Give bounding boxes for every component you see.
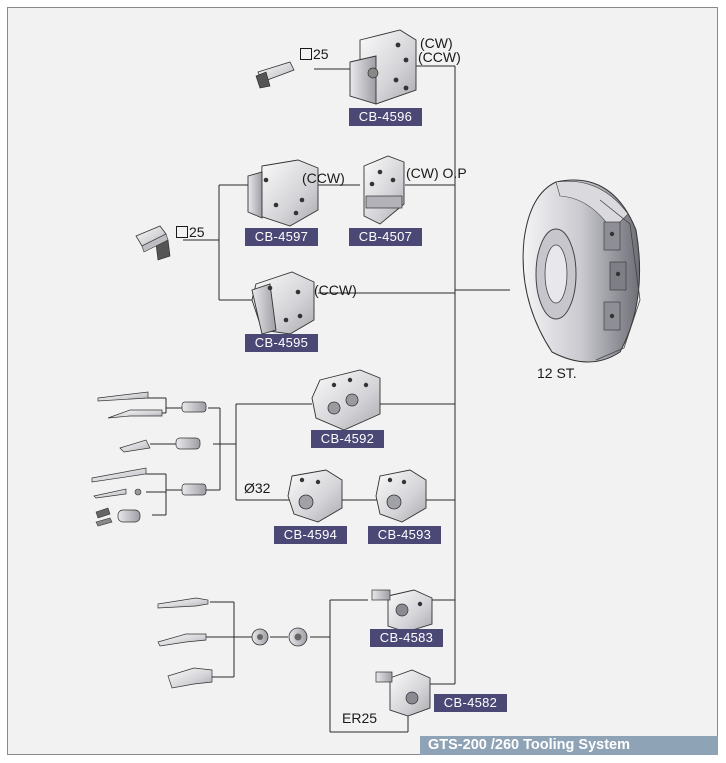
code-tag-cb4596: CB-4596 bbox=[349, 108, 422, 126]
connector-lines bbox=[146, 65, 510, 733]
square-25-top-value: 25 bbox=[313, 46, 329, 62]
code-tag-cb4594: CB-4594 bbox=[274, 526, 347, 544]
holder-cb4595-shape bbox=[251, 271, 315, 335]
label-ccw-lower: (CCW) bbox=[314, 282, 357, 298]
label-cw-top: (CW) bbox=[420, 35, 453, 51]
turret-disc bbox=[522, 179, 641, 363]
code-tag-cb4583: CB-4583 bbox=[370, 629, 443, 647]
holder-cb4592-shape bbox=[311, 369, 381, 431]
label-dia-32: Ø32 bbox=[244, 480, 271, 496]
label-square-25-top: 25 bbox=[300, 46, 329, 62]
label-ccw-top: (CCW) bbox=[418, 49, 461, 65]
square-icon bbox=[300, 48, 312, 60]
holder-cb4583-shape bbox=[371, 589, 433, 633]
holder-cb4507-shape bbox=[363, 155, 405, 225]
label-er25: ER25 bbox=[342, 710, 378, 726]
footer-title: GTS-200 /260 Tooling System bbox=[428, 737, 630, 753]
code-tag-cb4507: CB-4507 bbox=[349, 228, 422, 246]
code-tag-cb4592: CB-4592 bbox=[311, 430, 384, 448]
turning-tool-top bbox=[255, 61, 295, 89]
code-tag-cb4582: CB-4582 bbox=[434, 694, 507, 712]
holder-cb4594-shape bbox=[287, 469, 343, 523]
holder-cb4596-shape bbox=[349, 29, 417, 105]
label-square-25-left: 25 bbox=[176, 224, 205, 240]
holder-cb4597-shape bbox=[247, 159, 319, 227]
label-turret-stations: 12 ST. bbox=[537, 365, 577, 381]
code-tag-cb4593: CB-4593 bbox=[368, 526, 441, 544]
label-ccw-mid: (CCW) bbox=[302, 170, 345, 186]
code-tag-cb4597: CB-4597 bbox=[245, 228, 318, 246]
milling-cutters bbox=[157, 597, 308, 689]
label-cw-op: (CW) O.P bbox=[406, 165, 467, 181]
square-icon bbox=[176, 226, 188, 238]
drill-tools-group-a bbox=[91, 391, 207, 527]
code-tag-cb4595: CB-4595 bbox=[245, 334, 318, 352]
turning-tool-left bbox=[135, 225, 171, 261]
holder-cb4593-shape bbox=[375, 469, 427, 523]
footer-title-bar: GTS-200 /260 Tooling System bbox=[420, 736, 718, 755]
square-25-left-value: 25 bbox=[189, 224, 205, 240]
holder-cb4582-shape bbox=[375, 669, 431, 717]
